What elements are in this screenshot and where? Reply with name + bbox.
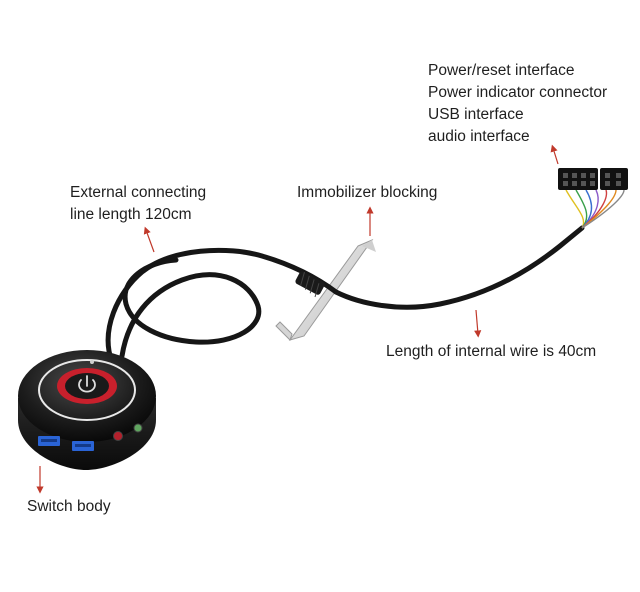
usb-port bbox=[38, 436, 60, 446]
audio-jack bbox=[133, 423, 143, 433]
connector-labels: Power/reset interface Power indicator co… bbox=[428, 60, 607, 148]
connector-label-power-reset: Power/reset interface bbox=[428, 62, 575, 79]
switch-body-label: Switch body bbox=[27, 498, 111, 515]
usb-port bbox=[72, 441, 94, 451]
immobilizer-bracket bbox=[275, 238, 376, 341]
pin-header-connectors bbox=[558, 168, 628, 190]
immobilizer-label: Immobilizer blocking bbox=[297, 184, 438, 201]
external-line-label: External connecting line length 120cm bbox=[70, 182, 206, 226]
power-icon bbox=[78, 375, 96, 393]
internal-wire-label: Length of internal wire is 40cm bbox=[386, 343, 597, 360]
audio-jack bbox=[113, 431, 123, 441]
arrow-icon bbox=[550, 144, 559, 165]
external-line-label-2: line length 120cm bbox=[70, 206, 192, 223]
external-line-label-1: External connecting bbox=[70, 184, 207, 201]
arrow-icon bbox=[474, 309, 482, 338]
connector-label-power-indicator: Power indicator connector bbox=[428, 84, 608, 101]
arrow-icon bbox=[143, 226, 155, 253]
connector-label-audio: audio interface bbox=[428, 128, 530, 145]
connector-label-usb: USB interface bbox=[428, 106, 524, 123]
internal-wires bbox=[565, 189, 625, 229]
switch-body bbox=[18, 350, 156, 470]
cable-grommet bbox=[295, 271, 325, 298]
